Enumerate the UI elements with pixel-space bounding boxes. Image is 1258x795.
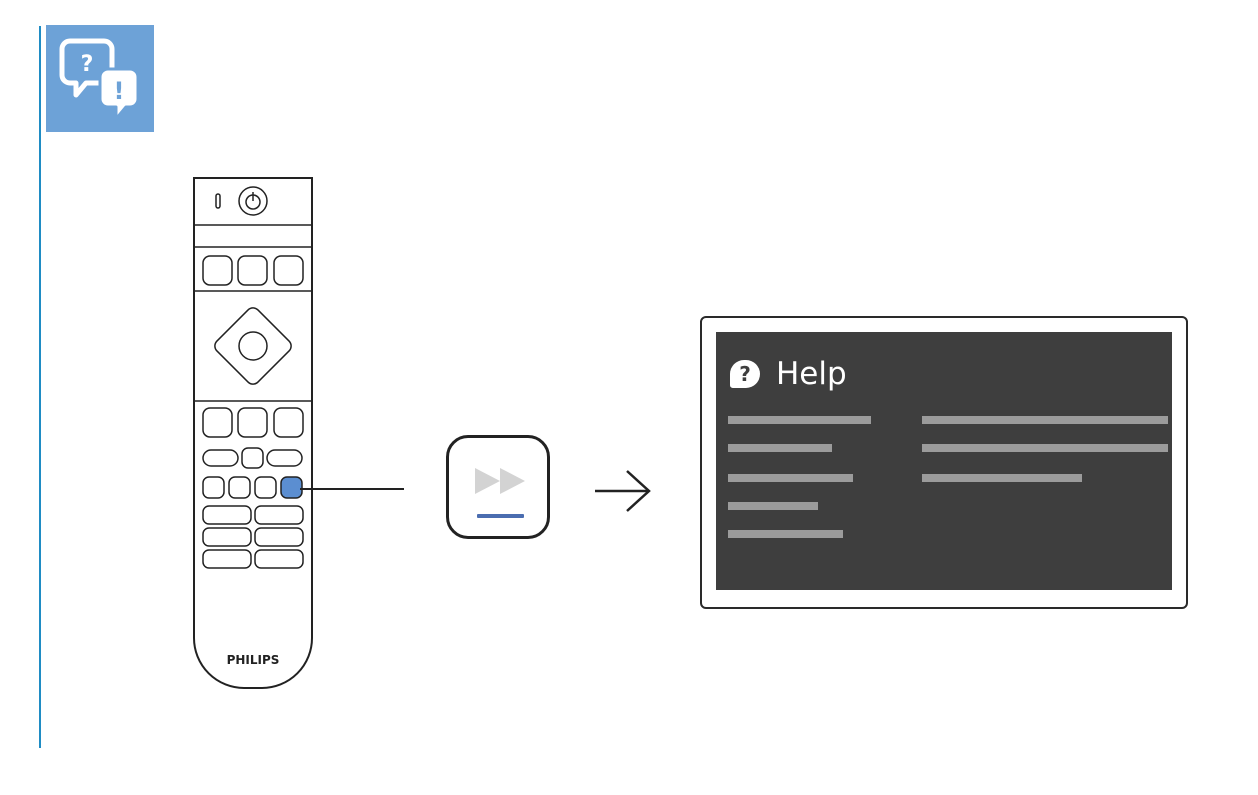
remote-key[interactable] <box>254 505 304 525</box>
remote-key[interactable] <box>273 407 304 438</box>
remote-control: PHILIPS <box>180 170 320 709</box>
menu-line[interactable] <box>728 416 871 424</box>
remote-body <box>193 177 313 689</box>
led-indicator <box>215 193 221 209</box>
detail-line <box>922 416 1168 424</box>
remote-key[interactable] <box>237 407 268 438</box>
menu-line[interactable] <box>728 474 853 482</box>
help-title: Help <box>776 356 847 392</box>
tv-screen: ? Help <box>716 332 1172 590</box>
fast-forward-button[interactable] <box>446 435 550 539</box>
remote-key[interactable] <box>254 476 277 499</box>
menu-line[interactable] <box>728 444 832 452</box>
menu-line[interactable] <box>728 530 843 538</box>
remote-key[interactable] <box>241 447 264 469</box>
nav-pad[interactable] <box>212 305 294 387</box>
remote-key[interactable] <box>228 476 251 499</box>
remote-key[interactable] <box>202 505 252 525</box>
remote-key[interactable] <box>202 407 233 438</box>
help-question-icon: ? <box>730 360 760 388</box>
tv-frame: ? Help <box>700 316 1188 609</box>
ok-button[interactable] <box>238 331 268 361</box>
highlighted-ff-key[interactable] <box>280 476 303 499</box>
connector-line <box>300 488 404 490</box>
remote-key[interactable] <box>202 476 225 499</box>
help-speech-bubbles-icon: ? ! <box>59 38 140 121</box>
menu-line[interactable] <box>728 502 818 510</box>
help-icon-tile: ? ! <box>46 25 154 132</box>
remote-brand: PHILIPS <box>227 653 280 667</box>
remote-key[interactable] <box>202 549 252 569</box>
side-rule <box>39 26 41 748</box>
detail-line <box>922 474 1082 482</box>
remote-key[interactable] <box>237 255 268 286</box>
detail-line <box>922 444 1168 452</box>
remote-key[interactable] <box>254 527 304 547</box>
power-button[interactable] <box>238 186 268 216</box>
remote-key[interactable] <box>202 449 239 467</box>
remote-key[interactable] <box>202 255 233 286</box>
remote-key[interactable] <box>266 449 303 467</box>
exclamation-glyph: ! <box>114 77 125 105</box>
remote-key[interactable] <box>202 527 252 547</box>
fast-forward-icon <box>475 468 525 494</box>
ff-active-underline <box>477 514 524 518</box>
question-mark-glyph: ? <box>81 52 94 77</box>
remote-key[interactable] <box>254 549 304 569</box>
right-arrow-icon <box>595 470 651 512</box>
remote-key[interactable] <box>273 255 304 286</box>
